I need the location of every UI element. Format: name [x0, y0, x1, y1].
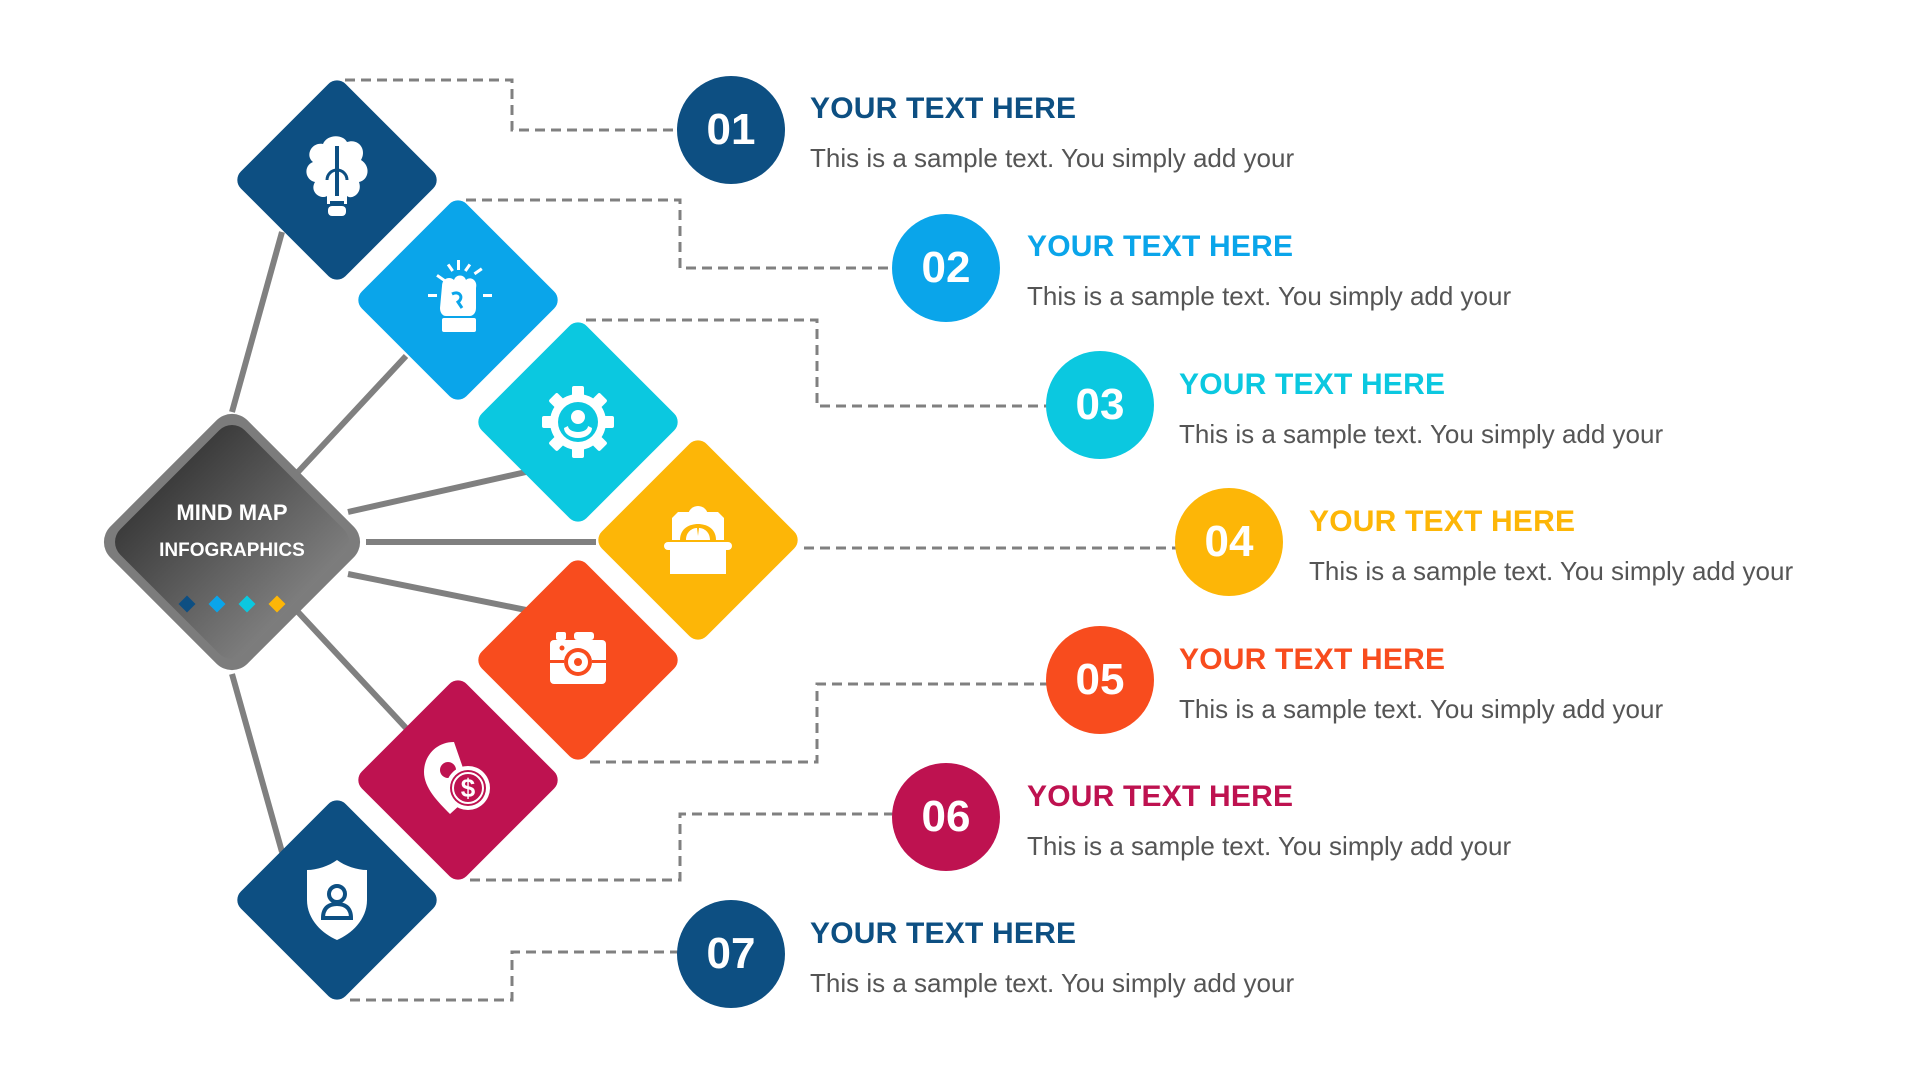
brain-bulb-icon — [306, 136, 368, 216]
item-body: This is a sample text. You simply add yo… — [810, 968, 1295, 998]
item-title: YOUR TEXT HERE — [1027, 230, 1294, 263]
diamond-6: $ — [358, 680, 558, 880]
spoke-6 — [295, 609, 409, 731]
connector-2 — [466, 198, 895, 270]
gear-user-icon — [542, 386, 614, 458]
connector-6 — [470, 812, 895, 882]
shield-user-icon — [307, 860, 367, 940]
spoke-3 — [347, 469, 527, 515]
connector-1 — [345, 78, 680, 132]
number-badge: 04 — [1175, 488, 1283, 596]
item-body: This is a sample text. You simply add yo… — [1179, 419, 1664, 449]
number-badge: 06 — [892, 763, 1000, 871]
hub-subtitle: INFOGRAPHICS — [159, 540, 305, 561]
spoke-2 — [295, 353, 409, 475]
diamond-3 — [478, 322, 678, 522]
number-badge: 07 — [677, 900, 785, 1008]
diamond-1 — [237, 80, 437, 280]
hub-title: MIND MAP — [176, 500, 288, 525]
location-dollar-icon: $ — [424, 742, 490, 814]
number-badge: 03 — [1046, 351, 1154, 459]
number-badge: 02 — [892, 214, 1000, 322]
item-body: This is a sample text. You simply add yo… — [1027, 831, 1512, 861]
diamond-7 — [237, 800, 437, 1000]
spoke-7 — [229, 673, 285, 853]
connector-3 — [586, 318, 1048, 408]
connector-5 — [590, 682, 1048, 764]
item-body: This is a sample text. You simply add yo… — [1179, 694, 1664, 724]
hub-spokes — [229, 231, 596, 853]
number-badge: 05 — [1046, 626, 1154, 734]
item-title: YOUR TEXT HERE — [1027, 780, 1294, 813]
diamond-5 — [478, 560, 678, 760]
hub-dots — [178, 595, 286, 613]
item-diamonds: $ — [237, 80, 798, 1000]
hub-diamond — [103, 413, 361, 671]
item-body: This is a sample text. You simply add yo… — [810, 143, 1295, 173]
camera-icon — [550, 632, 606, 684]
diamond-2 — [358, 200, 558, 400]
item-title: YOUR TEXT HERE — [1179, 368, 1446, 401]
item-title: YOUR TEXT HERE — [810, 917, 1077, 950]
raised-fist-icon — [428, 260, 492, 332]
svg-text:$: $ — [461, 773, 476, 803]
item-title: YOUR TEXT HERE — [1179, 643, 1446, 676]
item-body: This is a sample text. You simply add yo… — [1309, 556, 1794, 586]
spoke-5 — [347, 571, 527, 613]
diamond-4 — [598, 440, 798, 640]
dashed-connectors — [345, 78, 1178, 1002]
connector-7 — [350, 950, 680, 1002]
spoke-1 — [229, 231, 285, 413]
item-body: This is a sample text. You simply add yo… — [1027, 281, 1512, 311]
number-badge: 01 — [677, 76, 785, 184]
item-title: YOUR TEXT HERE — [1309, 505, 1576, 538]
item-title: YOUR TEXT HERE — [810, 92, 1077, 125]
speaker-podium-icon — [664, 506, 732, 574]
